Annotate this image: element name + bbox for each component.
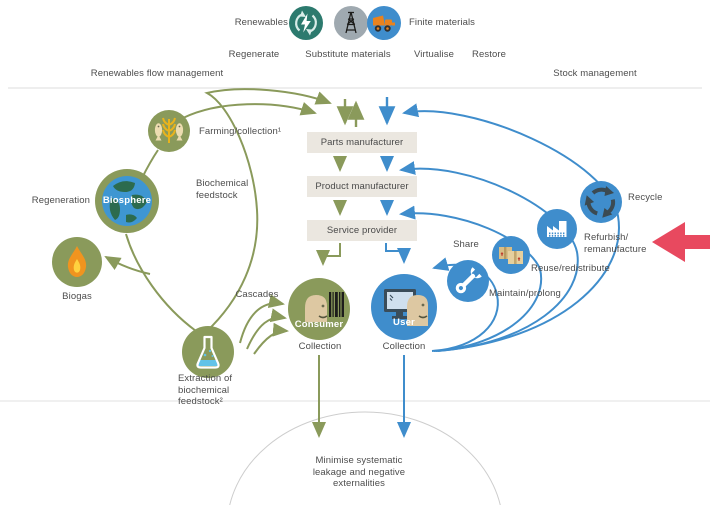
user-label: User xyxy=(393,317,415,328)
refurbish-remanufacture-label: Refurbish/ remanufacture xyxy=(584,232,647,255)
consumer-barcode-icon xyxy=(305,292,344,322)
biosphere-label: Biosphere xyxy=(102,195,152,206)
recycle-label: Recycle xyxy=(628,192,663,203)
maintain-node xyxy=(447,260,489,302)
biochemical-feedstock-label: Biochemical feedstock xyxy=(196,178,249,201)
service-provider-box: Service provider xyxy=(307,220,417,241)
share-label: Share xyxy=(453,239,479,250)
biogas-arrow xyxy=(104,256,151,275)
user-collection-label: Collection xyxy=(382,341,426,352)
section-renewables-flow-management: Renewables flow management xyxy=(90,68,224,79)
strategy-regenerate: Regenerate xyxy=(228,49,280,60)
boxes-icon xyxy=(499,247,523,264)
extraction-label: Extraction of biochemical feedstock² xyxy=(178,373,233,407)
extraction-node xyxy=(182,326,234,378)
renewables-legend-label: Renewables xyxy=(234,17,288,28)
biogas-node xyxy=(52,237,102,287)
recycle-arrows-icon xyxy=(580,186,621,223)
farming-collection-label: Farming/collection¹ xyxy=(199,126,282,137)
section-stock-management: Stock management xyxy=(553,68,637,79)
cascades-arrow-1 xyxy=(239,294,285,344)
regeneration-label: Regeneration xyxy=(31,195,90,206)
oil-derrick-icon xyxy=(345,11,357,34)
biosphere-to-extraction-line xyxy=(125,233,197,332)
reuse-node xyxy=(492,236,530,274)
user-node: User xyxy=(371,274,437,340)
maintain-prolong-label: Maintain/prolong xyxy=(489,288,561,299)
mining-truck-icon xyxy=(373,15,395,32)
renewables-cycle-icon xyxy=(295,10,317,36)
mining-truck-legend-node xyxy=(367,6,401,40)
renewables-legend-node xyxy=(289,6,323,40)
product-manufacturer-box: Product manufacturer xyxy=(307,176,417,197)
leakage-ellipse xyxy=(229,411,501,505)
parts-manufacturer-box: Parts manufacturer xyxy=(307,132,417,153)
oil-derrick-legend-node xyxy=(334,6,368,40)
flask-icon xyxy=(196,335,220,369)
consumer-label: Consumer xyxy=(294,319,344,330)
factory-icon xyxy=(547,221,567,237)
earth-globe-icon xyxy=(102,176,152,226)
user-computer-icon xyxy=(384,289,428,326)
cascades-arrow-2 xyxy=(246,308,287,350)
refurbish-loop-arrow xyxy=(399,161,579,352)
consumer-collection-label: Collection xyxy=(298,341,342,352)
wheat-fish-icon xyxy=(154,117,184,143)
cascades-arrow-3 xyxy=(253,322,289,355)
reuse-loop-arrow xyxy=(399,205,543,352)
service-to-user-arrow xyxy=(385,243,411,264)
wrench-icon xyxy=(455,267,482,294)
strategy-restore: Restore xyxy=(472,49,506,60)
refurbish-node xyxy=(537,209,577,249)
farming-collection-node xyxy=(148,110,190,152)
cascades-label: Cascades xyxy=(235,289,279,300)
finite-materials-legend-label: Finite materials xyxy=(409,17,476,28)
biogas-label: Biogas xyxy=(62,291,92,302)
flame-icon xyxy=(67,246,87,277)
strategy-virtualise: Virtualise xyxy=(414,49,454,60)
reuse-redistribute-label: Reuse/redistribute xyxy=(531,263,610,274)
recycle-loop-arrow xyxy=(402,103,620,352)
red-annotation-arrow-icon xyxy=(652,222,710,262)
strategy-substitute-materials: Substitute materials xyxy=(305,49,391,60)
service-to-consumer-arrow xyxy=(316,243,341,266)
biochemical-feedstock-arrow xyxy=(204,88,332,333)
biosphere-node: Biosphere xyxy=(95,169,159,233)
farming-to-parts-arrow xyxy=(182,102,317,119)
consumer-node: Consumer xyxy=(288,278,350,340)
recycle-node xyxy=(580,181,622,223)
minimise-leakage-label: Minimise systematic leakage and negative… xyxy=(312,455,406,489)
